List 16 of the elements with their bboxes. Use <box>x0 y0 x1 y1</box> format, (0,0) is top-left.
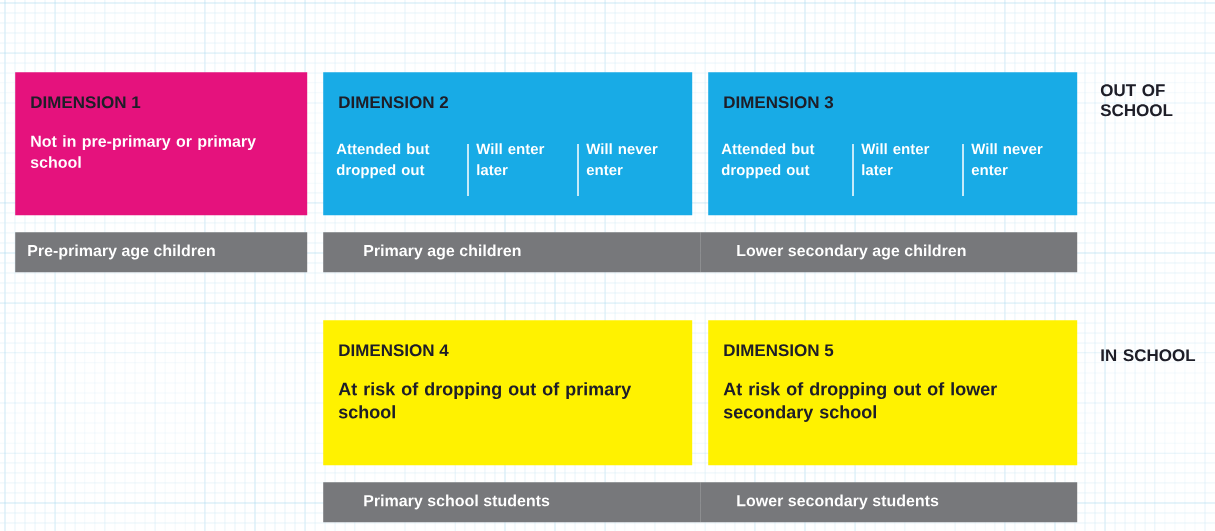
dimension-box: DIMENSION 1 Not in pre-primary or primary school <box>15 72 308 216</box>
node-label: Lower secondary students <box>737 494 939 510</box>
dimension-box: DIMENSION 4 At risk of dropping out of primary school <box>323 320 693 466</box>
node-label: Lower secondary age children <box>737 244 966 260</box>
section-label: OUT OF SCHOOL <box>1100 84 1173 117</box>
node-label: Primary school students <box>364 494 550 510</box>
age-group-bar: Lower secondary students <box>700 482 1078 523</box>
dimension-box: DIMENSION 2 Attended but dropped out Will enter later Will never enter <box>323 72 693 216</box>
section-label: IN SCHOOL <box>1101 349 1196 362</box>
age-group-bar: Lower secondary age children <box>700 232 1078 273</box>
age-group-bar: Primary school students <box>323 482 701 523</box>
age-group-bar: Pre-primary age children <box>15 232 308 273</box>
node-label: Primary age children <box>364 244 521 260</box>
age-group-bar: Primary age children <box>323 232 701 273</box>
dimension-box: DIMENSION 3 Attended but dropped out Will enter later Will never enter <box>708 72 1078 216</box>
dimension-box: DIMENSION 5 At risk of dropping out of lower secondary school <box>708 320 1078 466</box>
